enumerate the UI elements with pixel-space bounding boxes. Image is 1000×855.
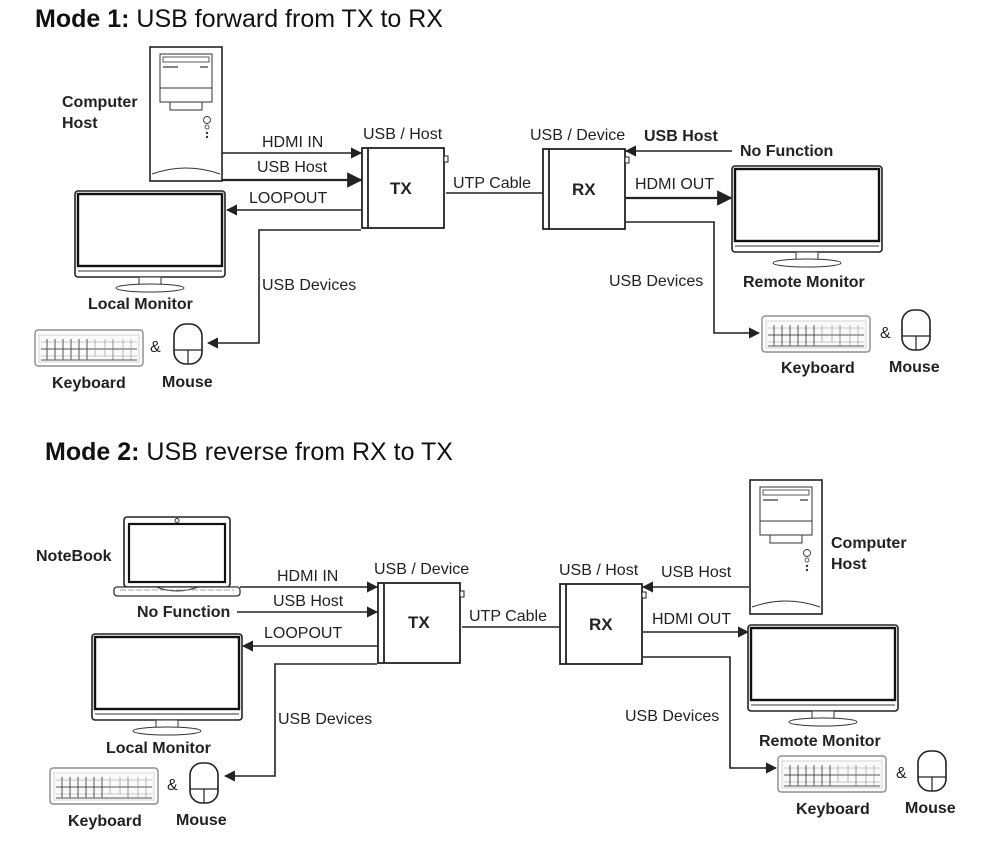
mode-2-title-rest: USB reverse from RX to TX [139, 438, 453, 466]
usb-host-label: USB Host [257, 159, 328, 176]
mode-1-section: Mode 1: USB forward from TX to RX Comput… [34, 5, 940, 392]
keyboard-label: Keyboard [68, 813, 142, 830]
rx-label: RX [572, 180, 596, 199]
tx-label: TX [408, 613, 430, 632]
ampersand: & [167, 777, 178, 794]
remote-mouse-icon [901, 309, 931, 351]
remote-mouse-icon [917, 750, 947, 792]
remote-usb-devices-line [626, 221, 761, 339]
rx-usb-role-label: USB / Device [530, 127, 625, 144]
usb-devices-line [206, 229, 361, 349]
hdmi-in-label: HDMI IN [277, 568, 338, 585]
loopout-label: LOOPOUT [264, 625, 342, 642]
local-monitor-label: Local Monitor [88, 296, 193, 313]
tx-usb-role-label: USB / Device [374, 561, 469, 578]
computer-host-tower-icon [149, 46, 223, 182]
keyboard-icon [49, 767, 159, 805]
remote-keyboard-label: Keyboard [781, 360, 855, 377]
utp-cable-label: UTP Cable [453, 175, 531, 192]
hdmi-in-label: HDMI IN [262, 134, 323, 151]
utp-cable-label: UTP Cable [469, 608, 547, 625]
rx-usb-host-label: USB Host [644, 128, 718, 145]
mode-1-title-rest: USB forward from TX to RX [129, 5, 443, 33]
mouse-label: Mouse [176, 812, 227, 829]
mouse-icon [173, 323, 203, 365]
usb-devices-label: USB Devices [262, 277, 356, 294]
usb-devices-label: USB Devices [278, 711, 372, 728]
keyboard-label: Keyboard [52, 375, 126, 392]
computer-host-label-line2: Host [62, 115, 98, 132]
mouse-icon [189, 762, 219, 804]
tx-usb-role-label: USB / Host [363, 126, 443, 143]
rx-usb-role-label: USB / Host [559, 562, 639, 579]
notebook-icon [112, 515, 242, 598]
mode-1-title-bold: Mode 1: [35, 5, 129, 33]
no-function-label: No Function [137, 604, 230, 621]
mode-2-title: Mode 2: USB reverse from RX to TX [45, 438, 453, 466]
remote-mouse-label: Mouse [905, 800, 956, 817]
remote-usb-devices-line [643, 656, 778, 774]
no-function-label: No Function [740, 143, 833, 160]
hdmi-out-label: HDMI OUT [635, 176, 714, 193]
loopout-label: LOOPOUT [249, 190, 327, 207]
remote-monitor-label: Remote Monitor [759, 733, 881, 750]
mode-2-section: Mode 2: USB reverse from RX to TX NoteBo… [36, 438, 956, 830]
rx-usb-host-label: USB Host [661, 564, 732, 581]
remote-ampersand: & [896, 765, 907, 782]
remote-monitor-icon [730, 164, 884, 269]
local-monitor-icon [73, 189, 227, 294]
computer-host-label-line1: Computer [831, 535, 907, 552]
keyboard-icon [34, 329, 144, 367]
remote-monitor-label: Remote Monitor [743, 274, 865, 291]
remote-monitor-icon [746, 623, 900, 728]
rx-label: RX [589, 615, 613, 634]
remote-keyboard-label: Keyboard [796, 801, 870, 818]
remote-usb-devices-label: USB Devices [625, 708, 719, 725]
remote-keyboard-icon [761, 315, 871, 353]
computer-host-label-line2: Host [831, 556, 867, 573]
computer-host-label-line1: Computer [62, 94, 138, 111]
tx-label: TX [390, 179, 412, 198]
hdmi-out-label: HDMI OUT [652, 611, 731, 628]
usb-host-label: USB Host [273, 593, 344, 610]
ampersand: & [150, 339, 161, 356]
usb-devices-line [223, 663, 377, 782]
remote-mouse-label: Mouse [889, 359, 940, 376]
mouse-label: Mouse [162, 374, 213, 391]
remote-usb-devices-label: USB Devices [609, 273, 703, 290]
remote-keyboard-icon [777, 755, 887, 793]
mode-1-title: Mode 1: USB forward from TX to RX [35, 5, 443, 33]
computer-host-tower-icon [749, 479, 823, 615]
local-monitor-icon [90, 632, 244, 737]
mode-2-title-bold: Mode 2: [45, 438, 139, 466]
remote-ampersand: & [880, 325, 891, 342]
local-monitor-label: Local Monitor [106, 740, 211, 757]
notebook-label: NoteBook [36, 548, 112, 565]
